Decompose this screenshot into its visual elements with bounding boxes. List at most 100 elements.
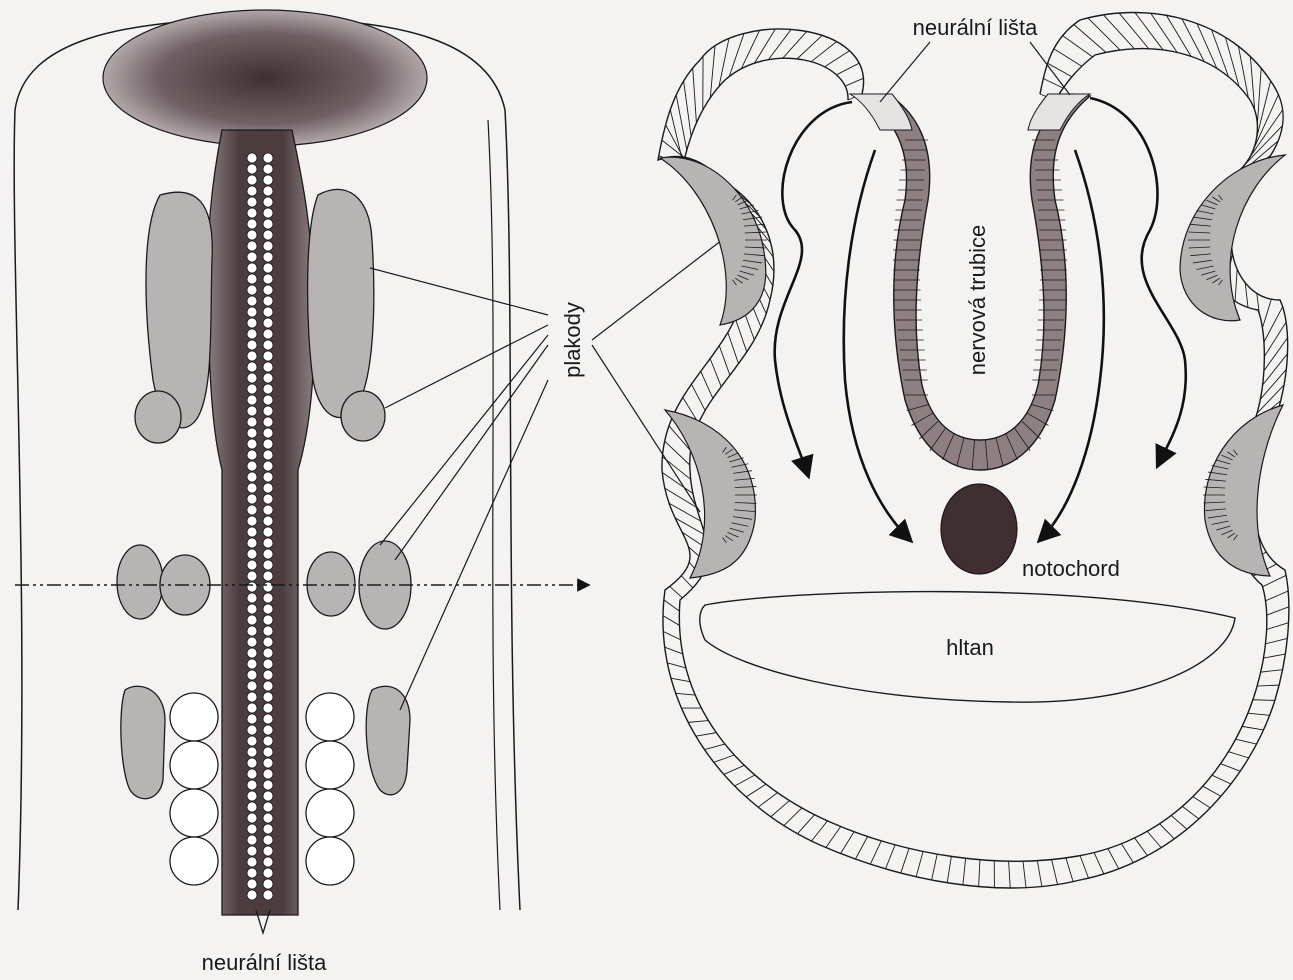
cell-boundary — [664, 600, 680, 611]
neural-crest-cell — [247, 384, 257, 394]
neural-crest-cell — [263, 417, 273, 427]
neural-crest-cell — [263, 472, 273, 482]
cell-boundary — [825, 51, 850, 67]
neural-crest-cell — [263, 153, 273, 163]
neural-crest-cell — [247, 846, 257, 856]
cell-boundary — [1257, 68, 1261, 124]
neural-crest-cell — [247, 285, 257, 295]
cell-boundary — [684, 81, 692, 136]
cell-boundary — [667, 663, 686, 668]
cell-boundary — [1257, 685, 1279, 686]
cell-boundary — [901, 848, 909, 873]
cell-boundary — [693, 68, 697, 123]
neural-crest-cell — [247, 230, 257, 240]
neural-crest-cell — [263, 461, 273, 471]
cell-boundary — [1080, 856, 1088, 879]
neural-crest-cell — [247, 560, 257, 570]
cell-boundary — [1253, 700, 1275, 701]
neural-crest-cell — [263, 450, 273, 460]
neural-crest-cell — [263, 516, 273, 526]
cell-boundary — [1166, 15, 1191, 56]
placode-leader-lines — [370, 240, 722, 710]
neural-crest-cell — [247, 835, 257, 845]
cell-boundary — [1009, 861, 1011, 888]
neural-crest-cell — [247, 890, 257, 900]
neural-crest-cell — [263, 307, 273, 317]
neural-crest-cell — [247, 813, 257, 823]
neural-crest-cell — [263, 197, 273, 207]
neural-crest-cell — [263, 670, 273, 680]
neural-crest-cell — [263, 835, 273, 845]
neural-crest-cell — [247, 857, 257, 867]
neural-crest-cell — [247, 527, 257, 537]
cell-boundary — [758, 793, 777, 808]
cell-boundary — [1248, 713, 1270, 715]
placode-small-left — [135, 391, 181, 443]
cell-boundary — [870, 841, 881, 864]
neural-crest-cell — [263, 560, 273, 570]
cell-boundary — [1103, 15, 1134, 49]
cell-boundary — [1119, 13, 1149, 49]
neural-crest-cell — [263, 362, 273, 372]
cell-boundary — [1171, 815, 1187, 829]
neural-crest-cell — [263, 252, 273, 262]
cell-boundary — [1264, 307, 1283, 342]
label-notochord: notochord — [1022, 556, 1120, 581]
neural-crest-cell — [247, 604, 257, 614]
neural-crest-cell — [263, 681, 273, 691]
neural-crest-cell — [247, 494, 257, 504]
cell-boundary — [696, 733, 716, 737]
neural-crest-cell — [247, 395, 257, 405]
cell-boundary — [845, 78, 863, 86]
cell-boundary — [719, 38, 729, 86]
cell-boundary — [1147, 831, 1161, 847]
neural-crest-cell — [247, 153, 257, 163]
neural-crest-cell — [247, 505, 257, 515]
neural-crest-cell — [247, 637, 257, 647]
neural-crest-cell — [247, 219, 257, 229]
neural-crest-cell — [247, 626, 257, 636]
cell-boundary — [704, 744, 725, 749]
neural-crest-cell — [263, 791, 273, 801]
cell-boundary — [1212, 775, 1231, 784]
neural-crest-cell — [263, 175, 273, 185]
neural-crest-cell — [263, 494, 273, 504]
somite — [170, 693, 218, 741]
cell-boundary — [916, 851, 923, 876]
neural-crest-cell — [247, 582, 257, 592]
neural-crest-cell — [263, 285, 273, 295]
placode-small-right — [341, 391, 385, 441]
cell-boundary — [1261, 670, 1283, 672]
cell-boundary — [826, 827, 841, 848]
somite — [170, 741, 218, 789]
neural-crest-cap-right — [1028, 94, 1090, 130]
cell-boundary — [710, 359, 721, 387]
cell-boundary — [811, 42, 836, 62]
neural-crest-cell — [247, 461, 257, 471]
cell-boundary — [665, 647, 683, 654]
cell-boundary — [836, 63, 859, 75]
cell-boundary — [798, 815, 815, 834]
neural-crest-cell — [247, 428, 257, 438]
neural-crest-cell — [247, 615, 257, 625]
somite — [170, 837, 218, 885]
neural-crest-cell — [247, 318, 257, 328]
cell-boundary — [1043, 79, 1063, 89]
neural-crest-cell — [263, 230, 273, 240]
neural-crest-cell — [263, 318, 273, 328]
cell-boundary — [1052, 860, 1058, 885]
neural-crest-cell — [263, 648, 273, 658]
cell-boundary — [1094, 853, 1104, 874]
neural-crest-cell — [247, 175, 257, 185]
cell-boundary — [1267, 607, 1289, 615]
neural-crest-cell — [247, 747, 257, 757]
migration-arrow — [775, 102, 852, 475]
neural-crest-cell — [263, 395, 273, 405]
cell-boundary — [735, 318, 747, 351]
somite — [306, 741, 354, 789]
neural-crest-cell — [247, 703, 257, 713]
somite — [170, 789, 218, 837]
cell-boundary — [671, 678, 690, 681]
migration-arrow — [1090, 98, 1186, 465]
